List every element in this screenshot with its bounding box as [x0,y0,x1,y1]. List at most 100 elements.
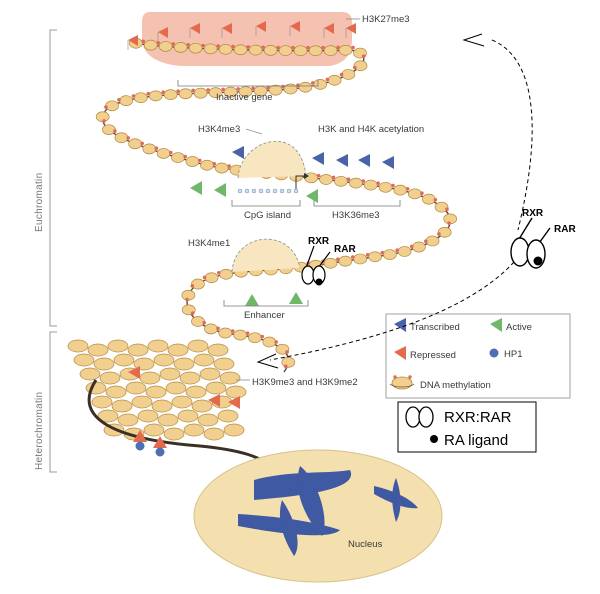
methyl-dot [183,154,188,159]
methyl-dot [395,248,400,252]
nucleosome [262,336,277,348]
chromosome [279,500,298,556]
methyl-dot [346,177,351,182]
nucleosome [163,89,178,100]
nucleosome [383,249,397,260]
methyl-dot [230,329,235,333]
methyl-dot [445,207,449,211]
heterochromatin-label: Heterochromatin [34,392,45,470]
methyl-dot [420,191,424,196]
cpg-dot [237,188,243,194]
nucleosome [338,44,353,56]
chromosome [392,478,401,522]
nucleosome [327,74,342,86]
compact-nucleosome [117,413,139,427]
methyl-dot [216,44,220,48]
nucleosome [411,241,426,253]
nucleosome [142,143,157,155]
nucleosome [193,87,208,99]
cpg-dot [251,188,257,194]
methyl-dot [336,45,340,50]
methyl-dot [331,175,336,180]
methyl-dot [376,181,380,185]
methyl-dot [176,89,180,93]
nucleosome [238,86,253,97]
nucleosome [214,162,229,174]
h3k4me3-label: H3K4me3 [198,124,240,135]
compact-nucleosome [145,385,167,399]
transcription-arrow [295,175,306,190]
legend-dna-methylation: DNA methylation [420,380,491,391]
nucleosome [323,257,338,269]
methyl-dot [291,45,295,50]
compact-nucleosome [179,371,201,385]
methyl-dot [251,86,255,91]
transcribed-flag [336,154,348,167]
dashed-arrow-up [491,39,533,231]
nucleosome [363,179,378,191]
transcribed-flag [312,152,324,165]
dna-methylation-icon [389,375,415,390]
legend-box: Transcribed Active Repressed HP1 DNA met… [385,313,571,399]
nucleosome [283,83,298,95]
repressed-flag [324,23,334,34]
hp1-icon [489,348,499,358]
compact-nucleosome [213,357,235,371]
cpg-dot [258,188,264,194]
cpg-dot [272,188,278,194]
cpg-dot [265,188,271,194]
euchromatin-label: Euchromatin [34,173,45,232]
nucleosome [200,159,214,171]
methyl-dot [316,173,321,178]
methyl-dot [140,141,144,146]
methyl-dot [221,87,225,92]
methyl-dot [201,43,205,48]
cpg-dot [244,188,250,194]
key-rxr-rar: RXR:RAR [444,409,512,426]
repressed-flags-top [127,21,356,50]
compact-nucleosome [185,385,207,399]
methyl-dot [274,340,278,344]
methyl-dot [216,326,220,331]
methyl-dot [260,334,265,339]
compact-nucleosome [219,371,241,385]
nucleosome [158,41,173,52]
rar-inset-label: RAR [334,244,356,255]
compact-nucleosome [205,381,227,395]
nucleosome [218,43,233,55]
nucleosome [185,156,200,167]
transcribed-flag-icon [394,318,406,332]
nucleosome [191,278,205,290]
nucleosome [248,44,263,56]
nucleosome [334,175,348,187]
methyl-dot [190,311,195,316]
nucleosome [425,235,440,247]
nucleosome [349,177,363,189]
nucleosome [203,43,218,55]
nucleosome [319,174,333,185]
compact-nucleosome [97,409,119,423]
legend-repressed: Repressed [410,350,456,361]
nucleosome [105,100,119,112]
nucleosome [281,356,296,368]
compact-nucleosome [223,423,245,437]
cpg-dot [286,188,292,194]
nucleosome [148,90,163,102]
methyl-dot [339,72,344,77]
methyl-dot [433,197,438,202]
methyl-dot [321,45,325,50]
nucleosome [407,188,422,200]
compact-nucleosome [187,339,209,353]
nucleosome [397,246,412,257]
nucleosome [188,42,203,54]
nucleus: Nucleus [193,449,443,583]
compact-nucleosome [153,353,175,367]
methyl-dot [168,150,173,155]
compact-nucleosome [197,413,219,427]
methyl-dot [146,91,151,96]
nucleosome [368,251,382,263]
hp1-dot [135,441,145,451]
active-flag-up [245,294,259,306]
methyl-dot [424,239,428,244]
methyl-dot [336,257,340,262]
